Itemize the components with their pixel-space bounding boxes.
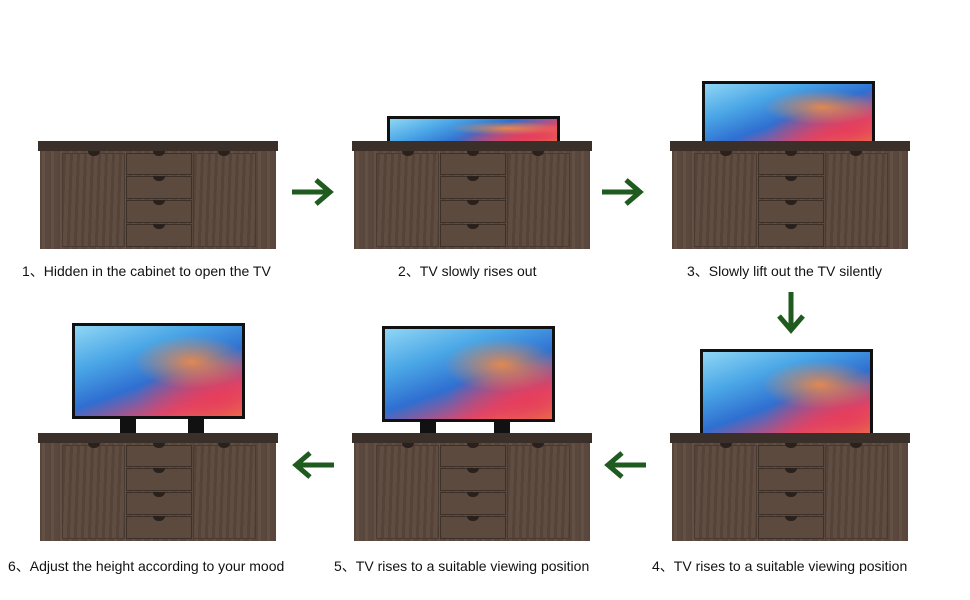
cabinet-door-left	[376, 153, 439, 247]
tv-stand-leg	[188, 418, 204, 436]
handle-notch	[850, 443, 862, 448]
handle-notch	[785, 200, 797, 205]
step-3-label: 3、Slowly lift out the TV silently	[687, 263, 883, 279]
cabinet-door-left	[694, 445, 757, 539]
drawer	[758, 153, 824, 175]
cabinet-door-right	[825, 153, 888, 247]
cabinet-top	[38, 433, 278, 443]
handle-notch	[153, 151, 165, 156]
cabinet-door-right	[825, 445, 888, 539]
handle-notch	[467, 468, 479, 473]
handle-notch	[785, 443, 797, 448]
arrow-right-icon	[292, 178, 334, 206]
handle-notch	[785, 468, 797, 473]
handle-notch	[467, 176, 479, 181]
tv-screen	[700, 349, 873, 437]
handle-notch	[153, 468, 165, 473]
handle-notch	[532, 151, 544, 156]
cabinet-door-right	[193, 153, 256, 247]
cabinet-top	[352, 141, 592, 151]
handle-notch	[467, 151, 479, 156]
step-1-label: 1、Hidden in the cabinet to open the TV	[22, 263, 271, 279]
handle-notch	[402, 151, 414, 156]
arrow-left-icon	[604, 451, 646, 479]
handle-notch	[218, 443, 230, 448]
handle-notch	[153, 516, 165, 521]
handle-notch	[153, 200, 165, 205]
cabinet-top	[352, 433, 592, 443]
handle-notch	[720, 151, 732, 156]
step-4-label: 4、TV rises to a suitable viewing positio…	[652, 558, 908, 574]
handle-notch	[532, 443, 544, 448]
handle-notch	[467, 224, 479, 229]
cabinet-top	[670, 141, 910, 151]
handle-notch	[785, 176, 797, 181]
arrow-right-icon	[602, 178, 644, 206]
handle-notch	[153, 443, 165, 448]
cabinet-door-left	[694, 153, 757, 247]
handle-notch	[785, 516, 797, 521]
cabinet-door-left	[62, 445, 125, 539]
handle-notch	[785, 151, 797, 156]
handle-notch	[785, 224, 797, 229]
cabinet-door-right	[507, 445, 570, 539]
cabinet-door-right	[193, 445, 256, 539]
handle-notch	[402, 443, 414, 448]
handle-notch	[153, 492, 165, 497]
drawer	[440, 153, 506, 175]
cabinet-door-left	[376, 445, 439, 539]
handle-notch	[218, 151, 230, 156]
tv-stand-leg	[420, 421, 436, 435]
cabinet-door-right	[507, 153, 570, 247]
arrow-down-icon	[777, 292, 805, 334]
handle-notch	[88, 151, 100, 156]
tv-stand-leg	[120, 418, 136, 436]
handle-notch	[153, 224, 165, 229]
handle-notch	[467, 443, 479, 448]
arrow-left-icon	[292, 451, 334, 479]
handle-notch	[153, 176, 165, 181]
handle-notch	[720, 443, 732, 448]
step-5-label: 5、TV rises to a suitable viewing positio…	[334, 558, 590, 574]
tv-screen	[702, 81, 875, 145]
step-6-label: 6、Adjust the height according to your mo…	[8, 558, 285, 574]
handle-notch	[785, 492, 797, 497]
drawer	[440, 445, 506, 467]
cabinet-door-left	[62, 153, 125, 247]
handle-notch	[467, 492, 479, 497]
tv-screen	[72, 323, 245, 419]
drawer	[758, 445, 824, 467]
handle-notch	[88, 443, 100, 448]
cabinet-top	[38, 141, 278, 151]
tv-screen	[382, 326, 555, 422]
handle-notch	[467, 200, 479, 205]
handle-notch	[850, 151, 862, 156]
cabinet-top	[670, 433, 910, 443]
drawer	[126, 153, 192, 175]
tv-stand-leg	[494, 421, 510, 435]
drawer	[126, 445, 192, 467]
step-2-label: 2、TV slowly rises out	[398, 263, 537, 279]
handle-notch	[467, 516, 479, 521]
